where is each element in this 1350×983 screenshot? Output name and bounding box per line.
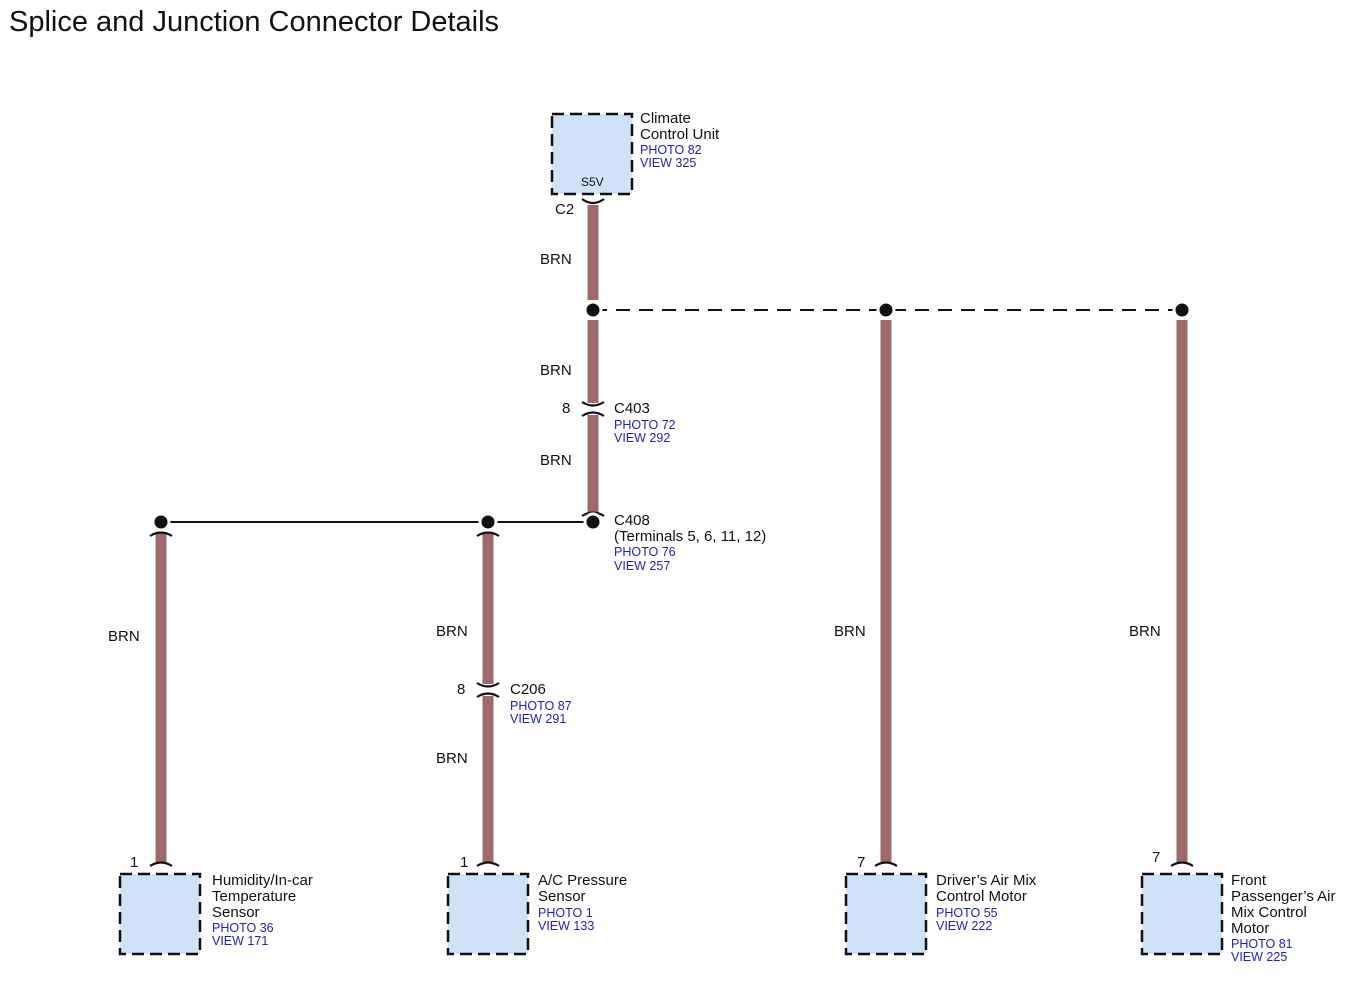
passenger-air-mix-motor-box[interactable] <box>1140 872 1224 956</box>
c2-connector-symbol <box>581 198 605 205</box>
ac-terminal-symbol <box>476 861 500 867</box>
humidity-pin-number: 1 <box>130 854 138 871</box>
passenger-mix-name-line-2: Passenger’s Air <box>1231 888 1336 905</box>
ac-pressure-sensor-box[interactable] <box>446 872 530 956</box>
driver-mix-name-line-2: Control Motor <box>936 888 1027 905</box>
wire-color-label: BRN <box>436 750 468 767</box>
ccu-pin-name: S5V <box>581 175 604 189</box>
wire-color-label: BRN <box>540 251 572 268</box>
c408-view-link[interactable]: VIEW 257 <box>614 559 670 573</box>
passenger-mix-photo-link[interactable]: PHOTO 81 <box>1231 937 1293 951</box>
humidity-splice-bracket <box>149 531 173 537</box>
humidity-terminal-symbol <box>149 861 173 867</box>
wire-color-label: BRN <box>834 623 866 640</box>
wire-color-label: BRN <box>1129 623 1161 640</box>
driver-mix-view-link[interactable]: VIEW 222 <box>936 919 992 933</box>
passenger-mix-name-line-3: Mix Control <box>1231 904 1307 921</box>
passenger-mix-view-link[interactable]: VIEW 225 <box>1231 950 1287 964</box>
passenger-mix-name-line-4: Motor <box>1231 920 1269 937</box>
c206-pin-number: 8 <box>457 681 465 698</box>
c403-pin-number: 8 <box>562 400 570 417</box>
ccu-name-line-1: Climate <box>640 110 691 127</box>
driver-terminal-symbol <box>874 861 898 867</box>
ac-splice-bracket <box>476 531 500 537</box>
ccu-view-link[interactable]: VIEW 325 <box>640 156 696 170</box>
ccu-name-line-2: Control Unit <box>640 126 720 143</box>
c206-label: C206 <box>510 681 546 698</box>
wire-color-label: BRN <box>540 452 572 469</box>
driver-air-mix-motor-box[interactable] <box>844 872 928 956</box>
humidity-name-line-1: Humidity/In-car <box>212 872 313 889</box>
c206-connector-symbol <box>476 682 500 698</box>
ccu-photo-link[interactable]: PHOTO 82 <box>640 143 702 157</box>
c408-splice-point[interactable] <box>478 512 498 532</box>
humidity-view-link[interactable]: VIEW 171 <box>212 934 268 948</box>
c408-splice-point[interactable] <box>151 512 171 532</box>
connector-brackets <box>149 198 1194 867</box>
c403-view-link[interactable]: VIEW 292 <box>614 431 670 445</box>
page-title: Splice and Junction Connector Details <box>9 6 500 38</box>
c403-connector-symbol <box>581 401 605 417</box>
splice-points <box>151 300 1192 532</box>
splice-point[interactable] <box>876 300 896 320</box>
c408-terminals: (Terminals 5, 6, 11, 12) <box>614 528 766 545</box>
driver-mix-photo-link[interactable]: PHOTO 55 <box>936 906 998 920</box>
c403-label: C403 <box>614 400 650 417</box>
driver-mix-name-line-1: Driver’s Air Mix <box>936 872 1037 889</box>
humidity-sensor-box[interactable] <box>118 872 202 956</box>
wire-color-label: BRN <box>108 628 140 645</box>
humidity-photo-link[interactable]: PHOTO 36 <box>212 921 274 935</box>
wire-color-label: BRN <box>436 623 468 640</box>
driver-mix-pin-number: 7 <box>857 854 865 871</box>
humidity-name-line-3: Sensor <box>212 904 260 921</box>
ac-pressure-pin-number: 1 <box>460 854 468 871</box>
splice-point[interactable] <box>1172 300 1192 320</box>
ac-pressure-photo-link[interactable]: PHOTO 1 <box>538 906 593 920</box>
c408-splice-point[interactable] <box>583 512 603 532</box>
c403-photo-link[interactable]: PHOTO 72 <box>614 418 676 432</box>
components <box>118 112 1224 956</box>
c408-photo-link[interactable]: PHOTO 76 <box>614 545 676 559</box>
c206-view-link[interactable]: VIEW 291 <box>510 712 566 726</box>
ccu-connector-label: C2 <box>555 201 574 218</box>
passenger-mix-pin-number: 7 <box>1152 849 1160 866</box>
humidity-name-line-2: Temperature <box>212 888 296 905</box>
c408-label: C408 <box>614 512 650 529</box>
climate-control-unit-box[interactable] <box>550 112 634 196</box>
c206-photo-link[interactable]: PHOTO 87 <box>510 699 572 713</box>
wire-color-label: BRN <box>540 362 572 379</box>
ac-pressure-name-line-1: A/C Pressure <box>538 872 627 889</box>
ac-pressure-view-link[interactable]: VIEW 133 <box>538 919 594 933</box>
splice-point[interactable] <box>583 300 603 320</box>
wires <box>155 205 1188 862</box>
passenger-terminal-symbol <box>1170 861 1194 867</box>
passenger-mix-name-line-1: Front <box>1231 872 1267 889</box>
ac-pressure-name-line-2: Sensor <box>538 888 586 905</box>
